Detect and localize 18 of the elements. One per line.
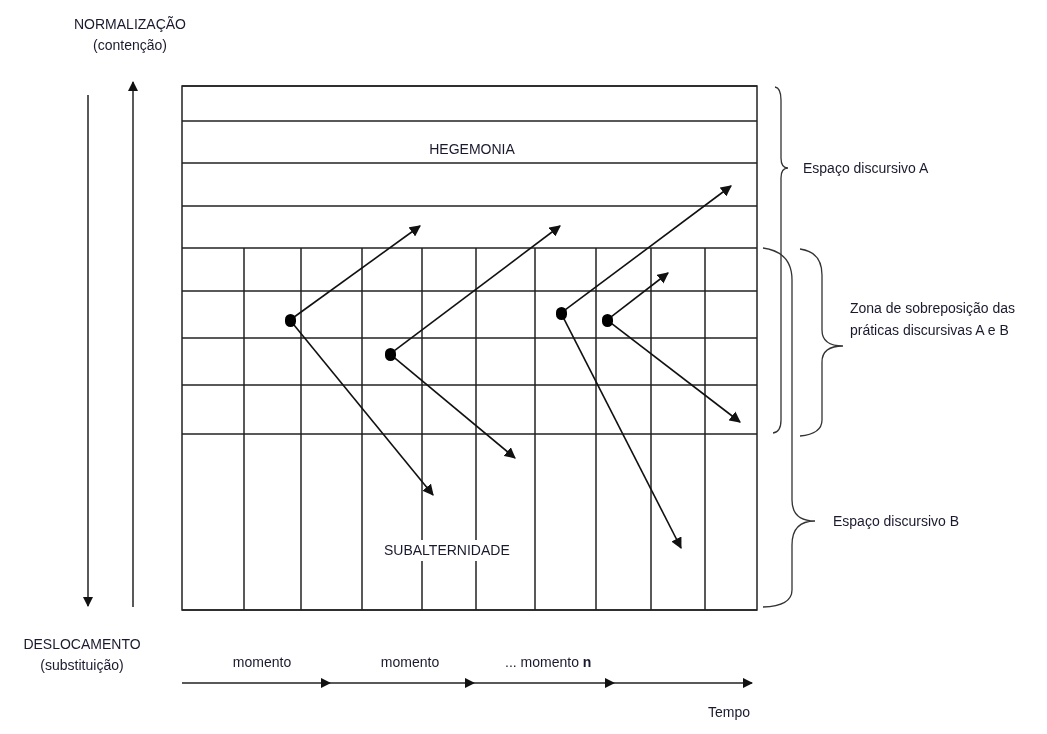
text-label: momento <box>379 653 441 672</box>
text-label: Espaço discursivo A <box>803 159 930 178</box>
arrow <box>393 357 516 459</box>
text-label: ... momento n <box>505 653 593 672</box>
text-label: NORMALIZAÇÃO (contenção) <box>73 15 187 55</box>
arrow <box>562 317 682 549</box>
text-label: DESLOCAMENTO (substituição) <box>22 635 142 675</box>
arrow <box>610 272 669 318</box>
text-label: Zona de sobreposição das práticas discursivas A e B <box>850 299 1016 340</box>
arrow <box>294 225 421 318</box>
arrow <box>394 225 561 352</box>
text-label: Espaço discursivo B <box>833 512 961 531</box>
arrow <box>565 185 732 311</box>
arrow <box>293 323 434 496</box>
text-label: HEGEMONIA <box>428 140 516 159</box>
arrow <box>610 322 741 423</box>
text-label: Tempo <box>708 703 752 722</box>
text-label: momento <box>231 653 293 672</box>
